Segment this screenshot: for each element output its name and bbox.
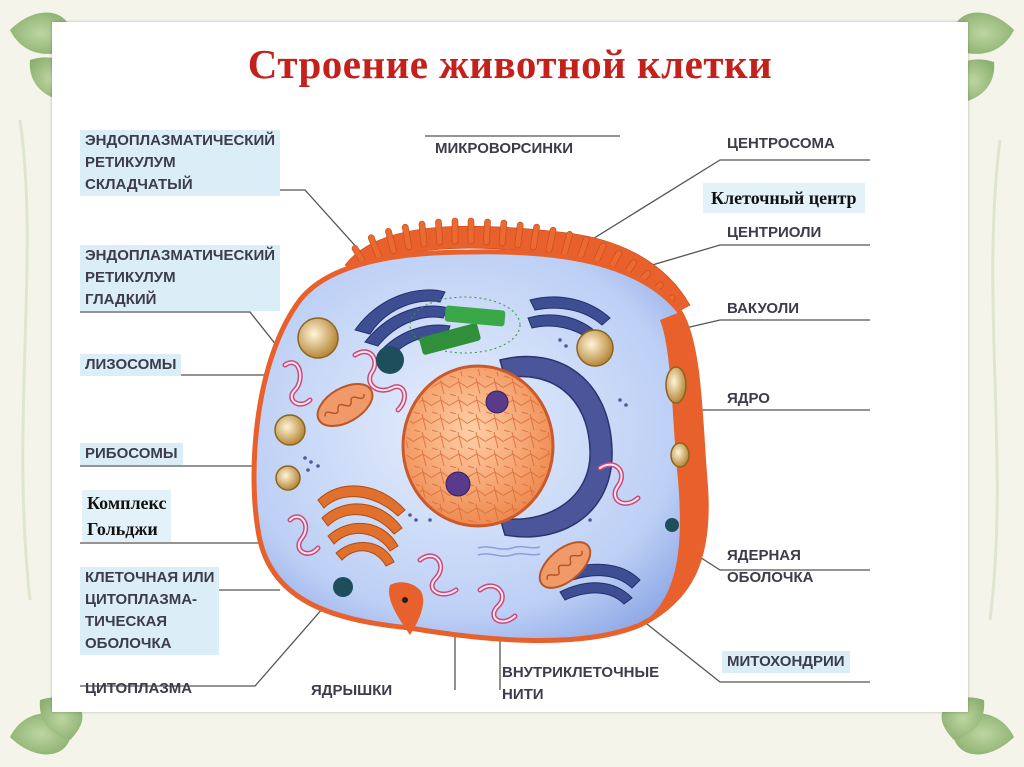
label-er-smooth: ЭНДОПЛАЗМАТИЧЕСКИЙ РЕТИКУЛУМ ГЛАДКИЙ — [80, 245, 280, 311]
label-centrioles: ЦЕНТРИОЛИ — [722, 222, 826, 244]
label-filaments: ВНУТРИКЛЕТОЧНЫЕ НИТИ — [497, 662, 664, 706]
label-centrosome: ЦЕНТРОСОМА — [722, 133, 840, 155]
label-nuclear-envelope: ЯДЕРНАЯ ОБОЛОЧКА — [722, 545, 818, 589]
label-ribosomes: РИБОСОМЫ — [80, 443, 183, 465]
label-line: Гольджи — [87, 516, 166, 542]
label-line: ТИЧЕСКАЯ — [85, 611, 214, 633]
label-nucleus: ЯДРО — [722, 388, 775, 410]
label-line: Комплекс — [87, 490, 166, 516]
label-line: ЭНДОПЛАЗМАТИЧЕСКИЙ — [85, 130, 275, 152]
label-golgi: Комплекс Гольджи — [82, 490, 171, 542]
label-line: НИТИ — [502, 684, 659, 706]
label-line: ОБОЛОЧКА — [727, 567, 813, 589]
label-line: ВНУТРИКЛЕТОЧНЫЕ — [502, 662, 659, 684]
label-line: КЛЕТОЧНАЯ ИЛИ — [85, 567, 214, 589]
label-line: ЦИТОПЛАЗМА- — [85, 589, 214, 611]
label-mitochondria: МИТОХОНДРИИ — [722, 651, 850, 673]
label-line: ЭНДОПЛАЗМАТИЧЕСКИЙ — [85, 245, 275, 267]
label-cytoplasm: ЦИТОПЛАЗМА — [80, 678, 197, 700]
label-membrane: КЛЕТОЧНАЯ ИЛИ ЦИТОПЛАЗМА- ТИЧЕСКАЯ ОБОЛО… — [80, 567, 219, 655]
label-microvilli: МИКРОВОРСИНКИ — [430, 138, 578, 160]
label-nucleoli: ЯДРЫШКИ — [306, 680, 397, 702]
nucleolus — [446, 472, 470, 496]
label-er-rough: ЭНДОПЛАЗМАТИЧЕСКИЙ РЕТИКУЛУМ СКЛАДЧАТЫЙ — [80, 130, 280, 196]
label-line: ОБОЛОЧКА — [85, 633, 214, 655]
label-line: ГЛАДКИЙ — [85, 289, 275, 311]
label-lysosomes: ЛИЗОСОМЫ — [80, 354, 181, 376]
label-line: СКЛАДЧАТЫЙ — [85, 174, 275, 196]
label-cell-center: Клеточный центр — [703, 183, 865, 213]
nucleolus — [486, 391, 508, 413]
label-line: ЯДЕРНАЯ — [727, 545, 813, 567]
label-vacuoles: ВАКУОЛИ — [722, 298, 804, 320]
label-line: РЕТИКУЛУМ — [85, 152, 275, 174]
label-line: РЕТИКУЛУМ — [85, 267, 275, 289]
